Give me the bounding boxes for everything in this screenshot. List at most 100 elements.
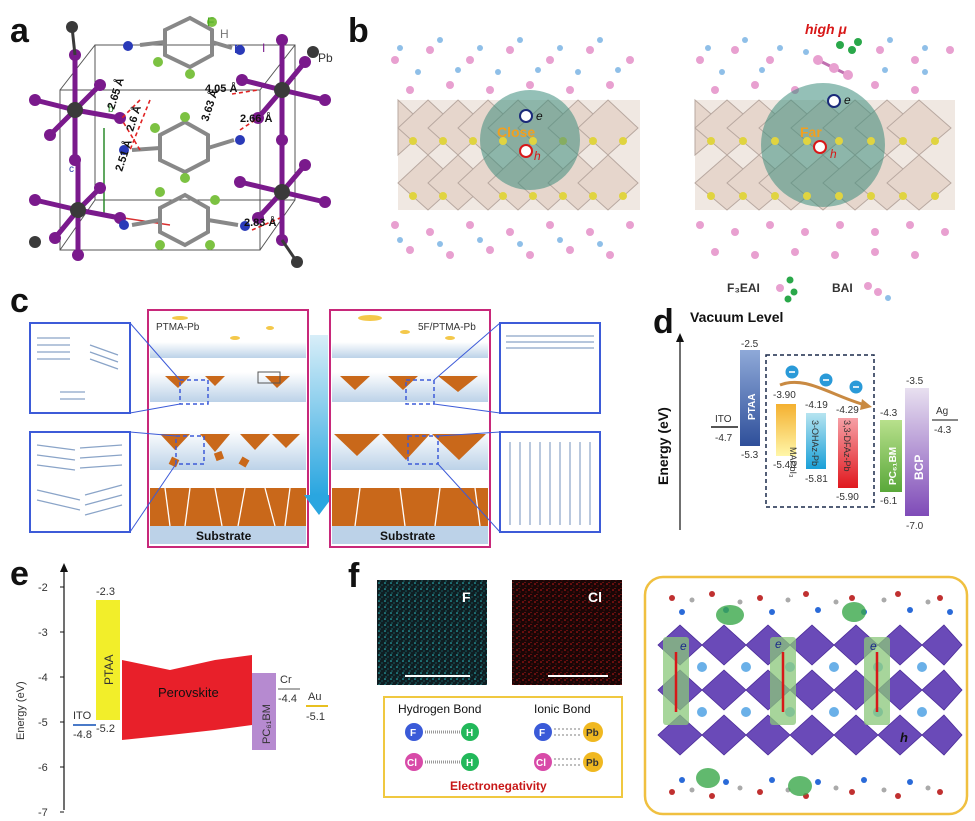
y-axis-label-e: Energy (eV)	[15, 681, 27, 740]
pcbm-name-d: PC₆₁BM	[888, 447, 899, 485]
y-tick: -2	[38, 582, 48, 594]
y-tick: -7	[38, 807, 48, 819]
label-close: Close	[497, 124, 535, 140]
cr-value: -4.4	[278, 693, 297, 705]
y-tick: -4	[38, 672, 48, 684]
label-far: Far	[800, 124, 822, 140]
y-tick: -3	[38, 627, 48, 639]
zoom-box-top-right	[499, 322, 601, 414]
dfaz-name: 3,3-DFAz-Pb	[842, 420, 852, 472]
f-element-map	[377, 580, 487, 685]
atom-label-n: N	[234, 42, 243, 56]
ag-label: Ag	[936, 406, 948, 417]
ito-value-d: -4.7	[715, 433, 733, 444]
atom-f: F	[410, 728, 416, 739]
bcp-bottom: -7.0	[906, 521, 924, 532]
legend-bai-label: BAI	[832, 281, 853, 295]
legend-bai: BAI	[832, 281, 891, 301]
panel-label-b: b	[348, 12, 369, 50]
axis-c-label: c	[69, 164, 74, 175]
mapbi3-band	[776, 404, 796, 456]
dfaz-band	[838, 418, 858, 488]
axis-b-label: b	[108, 104, 114, 115]
electron-label: e	[775, 637, 782, 651]
atom-label-h: H	[220, 27, 229, 41]
ohaz-band	[806, 413, 826, 469]
electron-label: e	[870, 639, 877, 653]
atom-pb: Pb	[586, 758, 599, 769]
ptaa-band-e	[96, 600, 120, 720]
ptaa-bottom-d: -5.3	[741, 450, 759, 461]
distance-label: 2.6 Å	[123, 104, 144, 133]
substrate-label-left: Substrate	[196, 529, 252, 543]
ptaa-name-e: PTAA	[102, 655, 116, 685]
hydrogen-bond-title: Hydrogen Bond	[398, 702, 481, 716]
electron-label: e	[536, 109, 543, 123]
atom-h: H	[466, 728, 473, 739]
pcbm-band-d	[880, 420, 902, 492]
dfaz-bottom: -5.90	[836, 492, 859, 503]
hole-label: h	[534, 149, 541, 163]
ionic-bond-title: Ionic Bond	[534, 702, 591, 716]
bcp-name: BCP	[912, 455, 926, 480]
panel-c-film-growth: PTMA-Pb Substrate	[29, 309, 601, 548]
mapbi3-bottom: -5.40	[773, 460, 796, 471]
atom-label-i: I	[262, 41, 265, 55]
panel-e-energy-diagram: -2 -3 -4 -5 -6 -7 Energy (eV) ITO -4.8 -…	[15, 563, 328, 819]
ptaa-band-d	[740, 350, 760, 446]
legend-f3eai: F₃EAI	[727, 276, 798, 303]
ohaz-bottom: -5.81	[805, 474, 828, 485]
panel-label-e: e	[10, 555, 29, 593]
panel-b-lattice-close: Close e h	[391, 37, 640, 259]
distance-label: 2.83 Å	[244, 216, 276, 229]
panel-f-lattice: e e e h	[643, 575, 969, 816]
bcp-top: -3.5	[906, 376, 924, 387]
ptaa-top-e: -2.3	[96, 586, 115, 598]
hole-label-f: h	[900, 730, 908, 745]
f-map-label: F	[462, 589, 471, 605]
au-label: Au	[308, 691, 321, 703]
atom-h: H	[466, 758, 473, 769]
ptaa-name-d: PTAA	[747, 394, 758, 420]
atom-label-pb: Pb	[318, 51, 333, 65]
electron-label: e	[844, 93, 851, 107]
bond-legend-box	[383, 696, 623, 798]
ito-value-e: -4.8	[73, 729, 92, 741]
cl-map-label: Cl	[588, 589, 602, 605]
f3eai-molecule	[803, 38, 862, 80]
bcp-band	[905, 388, 929, 516]
ag-value: -4.3	[934, 425, 952, 436]
ohaz-top: -4.19	[805, 400, 828, 411]
perovskite-label: Perovskite	[158, 685, 219, 700]
panel-label-c: c	[10, 282, 29, 320]
ptaa-bottom-e: -5.2	[96, 723, 115, 735]
title-ptma-pb: PTMA-Pb	[156, 322, 200, 333]
mapbi3-top: -3.90	[773, 390, 796, 401]
panel-a-crystal: b c	[29, 15, 333, 268]
perovskite-band	[122, 655, 252, 740]
atom-f: F	[539, 728, 545, 739]
zoom-box-bottom-left	[29, 431, 131, 533]
electronegativity-label: Electronegativity	[450, 779, 547, 793]
panel-d-energy-levels: Vacuum Level Energy (eV) ITO -4.7 -2.5 -…	[655, 309, 958, 532]
panel-label-a: a	[10, 12, 30, 50]
growth-arrow	[310, 335, 328, 495]
vacuum-level-title: Vacuum Level	[690, 309, 783, 325]
ito-label-e: ITO	[73, 710, 92, 722]
panel-b-lattice-far: high μ Far e h	[694, 21, 955, 303]
hole-label: h	[830, 147, 837, 161]
pcbm-band-e	[252, 673, 276, 750]
mapbi3-name: MAPbI₃	[788, 447, 798, 478]
dfaz-top: -4.29	[836, 405, 859, 416]
ito-label-d: ITO	[715, 414, 732, 425]
pcbm-top-d: -4.3	[880, 408, 898, 419]
panel-f-elemental-maps: F Cl Hydrogen Bond Ionic Bond F H Cl H F…	[377, 580, 623, 798]
distance-label: 3.63 Å	[198, 88, 220, 123]
distance-label: 2.66 Å	[240, 112, 272, 125]
electron-transfer-arrow	[779, 380, 866, 407]
ohaz-name: 3-OHAz-Pb	[810, 420, 820, 466]
organic-cations	[131, 15, 239, 248]
atom-cl: Cl	[407, 758, 417, 769]
distance-label: 2.65 Å	[104, 76, 126, 111]
